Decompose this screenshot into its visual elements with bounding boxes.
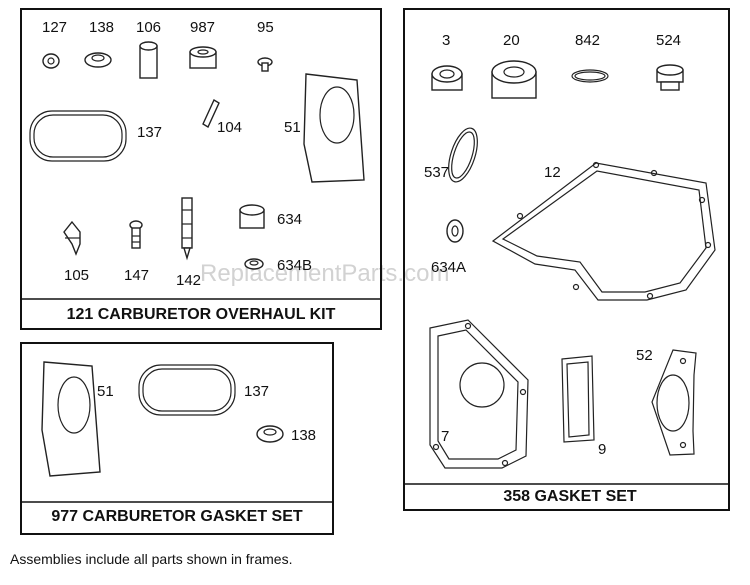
footer-note: Assemblies include all parts shown in fr… (10, 551, 293, 567)
gasket-set-title: 977 CARBURETOR GASKET SET (51, 508, 303, 525)
callout-634b: 634B (277, 257, 312, 274)
part-537-ring (448, 127, 478, 183)
part-138-seal-set (256, 425, 284, 443)
callout-95: 95 (257, 19, 274, 36)
part-105-needle (63, 220, 81, 256)
callout-3: 3 (442, 32, 450, 49)
callout-51-set: 51 (97, 383, 114, 400)
callout-137-set: 137 (244, 383, 269, 400)
part-106-bushing (139, 41, 158, 79)
watermark-text: ReplacementParts.com (200, 260, 449, 287)
part-138-seal (84, 52, 112, 68)
part-95-screw (257, 57, 273, 72)
callout-138-set: 138 (291, 427, 316, 444)
callout-104: 104 (217, 119, 242, 136)
callout-842: 842 (575, 32, 600, 49)
part-142-emulsion-tube (181, 197, 193, 261)
part-634-spacer (239, 204, 265, 229)
overhaul-kit-frame (20, 8, 382, 330)
callout-142: 142 (176, 272, 201, 289)
part-104-pin (202, 98, 220, 129)
part-842-o-ring (571, 69, 609, 83)
callout-634: 634 (277, 211, 302, 228)
part-524-plug (656, 64, 684, 91)
part-12-crankcase-gasket (491, 161, 716, 301)
part-20-oil-seal (491, 60, 537, 99)
callout-52: 52 (636, 347, 653, 364)
callout-634a: 634A (431, 259, 466, 276)
gasket-set-frame (20, 342, 334, 535)
callout-105: 105 (64, 267, 89, 284)
callout-524: 524 (656, 32, 681, 49)
part-987-spacer (189, 46, 217, 69)
part-634a-seal (446, 219, 464, 243)
part-9-gasket (561, 355, 595, 443)
callout-127: 127 (42, 19, 67, 36)
part-137-gasket-ring (29, 110, 127, 162)
gasket-kit-frame (403, 8, 730, 511)
callout-537: 537 (424, 164, 449, 181)
part-51-gasket-plate-set (41, 361, 101, 477)
callout-138: 138 (89, 19, 114, 36)
callout-987: 987 (190, 19, 215, 36)
overhaul-kit-title: 121 CARBURETOR OVERHAUL KIT (67, 306, 336, 323)
part-7-head-gasket (429, 319, 529, 469)
callout-137: 137 (137, 124, 162, 141)
part-127-washer (42, 53, 60, 69)
part-634b-washer (244, 258, 264, 270)
part-3-oil-seal (431, 65, 463, 91)
part-137-gasket-ring-set (138, 364, 236, 416)
callout-147: 147 (124, 267, 149, 284)
part-51-gasket-plate (303, 73, 365, 183)
callout-7: 7 (441, 428, 449, 445)
callout-12: 12 (544, 164, 561, 181)
callout-20: 20 (503, 32, 520, 49)
part-52-gasket (651, 349, 697, 456)
part-147-screw (129, 220, 143, 249)
callout-9: 9 (598, 441, 606, 458)
callout-51: 51 (284, 119, 301, 136)
gasket-kit-title: 358 GASKET SET (503, 488, 637, 505)
callout-106: 106 (136, 19, 161, 36)
